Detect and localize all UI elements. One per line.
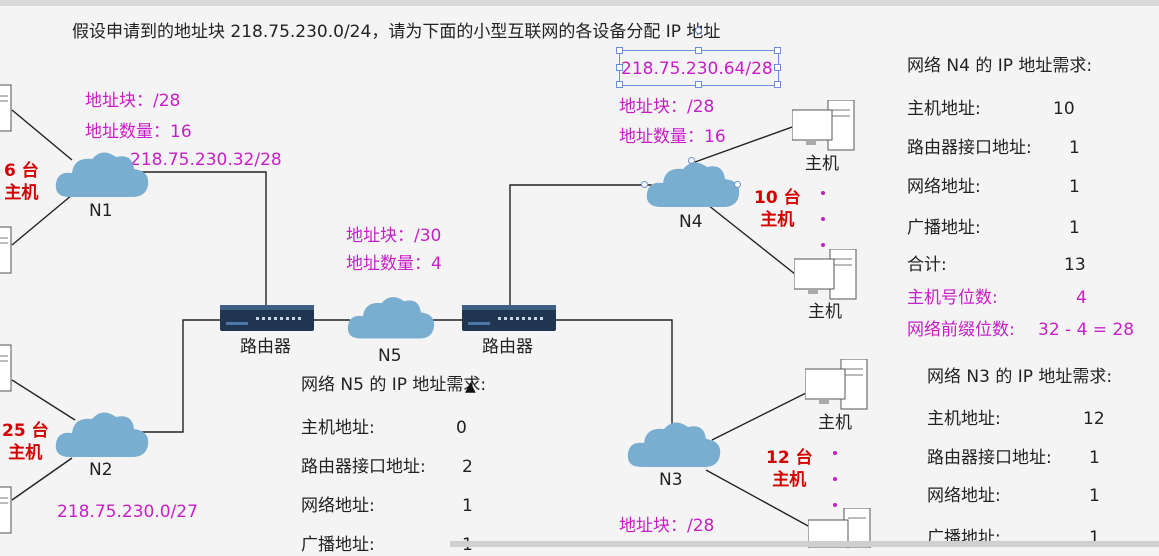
right-router-label: 路由器	[482, 337, 533, 357]
router-icon	[220, 305, 314, 331]
host-computer-icon	[793, 248, 858, 305]
ellipsis-dot	[821, 191, 825, 195]
n1-cloud-icon	[52, 145, 152, 209]
n1-count-label: 地址数量：16	[85, 122, 192, 142]
n3-network-name: N3	[659, 470, 683, 490]
n3-host-count: 12 台 主机	[766, 448, 813, 490]
n4-req-label: 合计:	[907, 255, 947, 275]
n4-host-bits-value: 4	[1076, 288, 1087, 308]
resize-handle[interactable]	[616, 64, 623, 71]
n4-prefix-bits-label: 网络前缀位数:	[907, 320, 1015, 340]
n4-address-label: 218.75.230.64/28	[621, 59, 773, 79]
n1-host-count: 6 台 主机	[4, 161, 39, 203]
resize-handle[interactable]	[774, 81, 781, 88]
connector-handle[interactable]	[734, 181, 741, 188]
n5-req-value: 1	[462, 496, 473, 516]
n3-req-label: 网络地址:	[927, 486, 1001, 506]
n4-req-label: 网络地址:	[907, 177, 981, 197]
resize-handle[interactable]	[695, 81, 702, 88]
resize-handle[interactable]	[616, 47, 623, 54]
resize-handle[interactable]	[774, 47, 781, 54]
n3-block-label: 地址块：/28	[619, 516, 715, 536]
left-router-label: 路由器	[240, 337, 291, 357]
n4-host-label: 主机	[805, 154, 839, 174]
router-icon	[462, 305, 556, 331]
n3-req-label: 路由器接口地址:	[927, 448, 1052, 468]
connector-handle[interactable]	[688, 157, 695, 164]
n4-req-value: 13	[1064, 255, 1086, 275]
n4-host-label: 主机	[808, 302, 842, 322]
n5-req-label: 主机地址:	[301, 418, 375, 438]
n5-count-label: 地址数量：4	[346, 254, 442, 274]
host-computer-icon	[804, 358, 869, 415]
n3-cloud-icon	[624, 415, 724, 479]
ellipsis-dot	[833, 477, 837, 481]
n3-req-value: 1	[1089, 528, 1100, 548]
n5-req-heading: 网络 N5 的 IP 地址需求:	[301, 375, 487, 395]
n4-req-heading: 网络 N4 的 IP 地址需求:	[907, 56, 1093, 76]
n3-req-value: 1	[1089, 486, 1100, 506]
n2-host-count: 25 台 主机	[2, 421, 49, 463]
n4-req-value: 1	[1069, 218, 1080, 238]
n5-req-label: 路由器接口地址:	[301, 457, 426, 477]
n3-req-heading: 网络 N3 的 IP 地址需求:	[927, 367, 1113, 387]
ellipsis-dot	[821, 243, 825, 247]
host-computer-icon	[0, 486, 14, 540]
n4-req-value: 1	[1069, 138, 1080, 158]
mouse-cursor-icon: ▲	[465, 379, 476, 395]
n3-req-label: 主机地址:	[927, 409, 1001, 429]
host-computer-icon	[791, 99, 856, 156]
resize-handle[interactable]	[616, 81, 623, 88]
host-computer-icon	[0, 344, 14, 398]
ellipsis-dot	[833, 451, 837, 455]
n4-req-label: 路由器接口地址:	[907, 138, 1032, 158]
n2-cloud-icon	[52, 405, 152, 469]
n3-req-value: 1	[1089, 448, 1100, 468]
n4-req-value: 1	[1069, 177, 1080, 197]
window-top-bar	[0, 0, 1159, 6]
ellipsis-dot	[821, 217, 825, 221]
n5-block-label: 地址块：/30	[346, 226, 442, 246]
n2-network-name: N2	[89, 460, 113, 480]
n3-host-label: 主机	[818, 413, 852, 433]
n3-req-value: 12	[1083, 409, 1105, 429]
resize-handle[interactable]	[695, 47, 702, 54]
n5-req-label: 广播地址:	[301, 535, 375, 555]
n4-network-name: N4	[679, 212, 703, 232]
n2-address-label: 218.75.230.0/27	[57, 502, 198, 522]
n4-prefix-bits-value: 32 - 4 = 28	[1038, 320, 1135, 340]
n5-req-label: 网络地址:	[301, 496, 375, 516]
resize-handle[interactable]	[774, 64, 781, 71]
n4-req-value: 10	[1053, 99, 1075, 119]
n5-network-name: N5	[378, 346, 402, 366]
n4-req-label: 主机地址:	[907, 99, 981, 119]
scrollbar[interactable]	[450, 541, 1159, 547]
connector-handle[interactable]	[641, 181, 648, 188]
n1-address-label: 218.75.230.32/28	[130, 150, 282, 170]
n4-host-bits-label: 主机号位数:	[907, 288, 998, 308]
n4-block-label: 地址块：/28	[619, 97, 715, 117]
n5-req-value: 2	[462, 457, 473, 477]
host-computer-icon	[0, 84, 14, 138]
n1-network-name: N1	[89, 201, 113, 221]
n4-cloud-icon	[643, 155, 743, 219]
host-computer-icon	[0, 226, 14, 280]
n4-req-label: 广播地址:	[907, 218, 981, 238]
n1-block-label: 地址块：/28	[85, 91, 181, 111]
n4-host-count: 10 台 主机	[754, 188, 801, 230]
n5-cloud-icon	[343, 290, 439, 350]
rotate-handle[interactable]	[695, 27, 702, 34]
page-title: 假设申请到的地址块 218.75.230.0/24，请为下面的小型互联网的各设备…	[72, 22, 721, 42]
n4-count-label: 地址数量：16	[619, 127, 726, 147]
n5-req-value: 0	[456, 418, 467, 438]
ellipsis-dot	[833, 503, 837, 507]
